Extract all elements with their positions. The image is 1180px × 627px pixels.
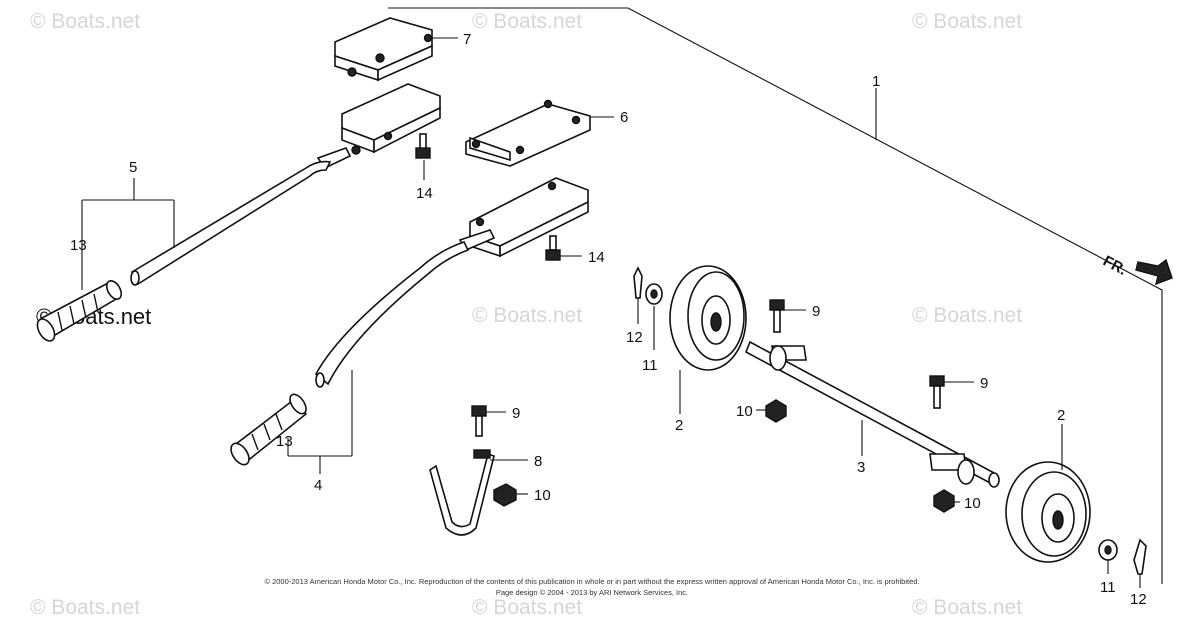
nut-part[interactable] bbox=[933, 489, 955, 513]
bolt-part[interactable] bbox=[545, 235, 561, 261]
watermark: © Boats.net bbox=[912, 10, 1022, 33]
callout-number: 13 bbox=[276, 433, 293, 450]
callout-number: 12 bbox=[1130, 591, 1147, 608]
wheel-left-part[interactable] bbox=[669, 265, 747, 371]
callout-number: 1 bbox=[872, 73, 880, 90]
bolt-part[interactable] bbox=[929, 375, 945, 409]
bolt-part[interactable] bbox=[471, 405, 487, 437]
nut-part[interactable] bbox=[765, 399, 787, 423]
handle-lower-part[interactable] bbox=[314, 177, 589, 388]
callout-number: 8 bbox=[534, 453, 542, 470]
grip-lower-part[interactable] bbox=[227, 392, 309, 468]
callout-number: 13 bbox=[70, 237, 87, 254]
callout-number: 3 bbox=[857, 459, 865, 476]
callout-number: 4 bbox=[314, 477, 322, 494]
callout-number: 9 bbox=[812, 303, 820, 320]
watermark: © Boats.net bbox=[30, 596, 140, 619]
callout-number: 11 bbox=[642, 357, 658, 374]
callout-number: 2 bbox=[675, 417, 683, 434]
washer-part[interactable] bbox=[645, 283, 663, 305]
washer-part[interactable] bbox=[1098, 539, 1118, 561]
grip-upper-part[interactable] bbox=[34, 278, 124, 344]
copyright-line: Page design © 2004 - 2013 by ARI Network… bbox=[496, 588, 688, 597]
callout-number: 9 bbox=[512, 405, 520, 422]
watermark: © Boats.net bbox=[30, 10, 140, 33]
copyright-line: © 2000-2013 American Honda Motor Co., In… bbox=[264, 577, 919, 586]
cotter-pin-part[interactable] bbox=[633, 266, 643, 299]
axle-part[interactable] bbox=[744, 340, 1000, 488]
nut-part[interactable] bbox=[493, 483, 517, 507]
bolt-part[interactable] bbox=[769, 299, 785, 333]
stand-bracket-part[interactable] bbox=[429, 449, 495, 536]
watermark: © Boats.net bbox=[472, 596, 582, 619]
callout-number: 12 bbox=[626, 329, 643, 346]
callout-number: 10 bbox=[736, 403, 753, 420]
watermark: © Boats.net bbox=[472, 304, 582, 327]
watermark: © Boats.net bbox=[472, 10, 582, 33]
bracket-upper-part[interactable] bbox=[334, 17, 433, 82]
callout-number: 10 bbox=[534, 487, 551, 504]
bracket-part[interactable] bbox=[465, 99, 591, 167]
watermark: © Boats.net bbox=[912, 304, 1022, 327]
callout-number: 6 bbox=[620, 109, 628, 126]
assembly-frame bbox=[388, 7, 1163, 584]
watermark: © Boats.net bbox=[912, 596, 1022, 619]
callout-number: 14 bbox=[416, 185, 433, 202]
callout-number: 14 bbox=[588, 249, 605, 266]
callout-number: 5 bbox=[129, 159, 137, 176]
handle-upper-part[interactable] bbox=[130, 83, 441, 286]
callout-number: 9 bbox=[980, 375, 988, 392]
callout-number: 2 bbox=[1057, 407, 1065, 424]
callout-number: 11 bbox=[1100, 579, 1116, 596]
arrow-right-icon bbox=[1135, 258, 1173, 286]
callout-number: 10 bbox=[964, 495, 981, 512]
callout-number: 7 bbox=[463, 31, 471, 48]
bolt-part[interactable] bbox=[415, 133, 431, 159]
wheel-right-part[interactable] bbox=[1005, 461, 1091, 563]
cotter-pin-part[interactable] bbox=[1133, 538, 1147, 575]
direction-label: FR. bbox=[1100, 253, 1129, 279]
